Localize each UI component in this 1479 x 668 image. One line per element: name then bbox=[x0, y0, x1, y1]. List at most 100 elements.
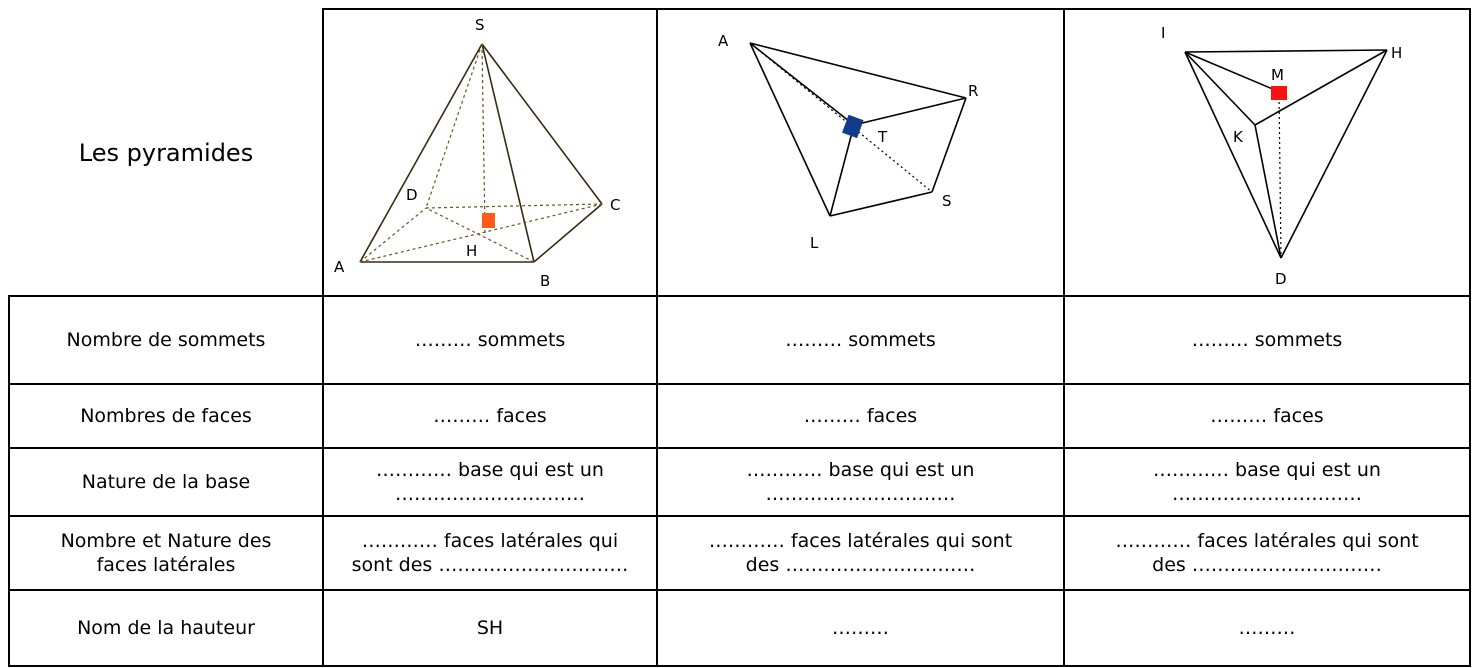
edge-ls bbox=[829, 191, 933, 217]
vertex-label-m: M bbox=[1271, 66, 1284, 84]
row-header-faces: Nombres de faces bbox=[10, 385, 322, 447]
row-header-text: Nombres de faces bbox=[80, 405, 252, 427]
edge-tl bbox=[829, 124, 855, 217]
cell-base-2: ………… base qui est un ………………………… bbox=[658, 449, 1063, 515]
table-title-text: Les pyramides bbox=[78, 138, 254, 167]
edge-as-hidden bbox=[749, 42, 933, 193]
grid-line bbox=[1063, 8, 1065, 667]
edge-kh bbox=[1254, 49, 1388, 126]
row-header-height: Nom de la hauteur bbox=[10, 591, 322, 665]
grid-line bbox=[8, 295, 10, 667]
height-sh bbox=[481, 43, 486, 234]
table-title: Les pyramides bbox=[10, 10, 322, 295]
cell-text: ………… base qui est un bbox=[746, 459, 975, 481]
grid-line bbox=[8, 383, 1471, 385]
cell-height-3: ……… bbox=[1065, 591, 1469, 665]
edge-hd bbox=[1280, 49, 1388, 259]
row-header-text: Nature de la base bbox=[81, 471, 251, 493]
height-foot-mark bbox=[482, 213, 495, 228]
vertex-label-a: A bbox=[718, 32, 729, 50]
edge-ad-hidden bbox=[359, 207, 427, 263]
diagonal-bd bbox=[425, 207, 535, 263]
edge-bc bbox=[533, 203, 603, 263]
grid-line bbox=[8, 295, 1471, 297]
edge-ih bbox=[1184, 49, 1388, 53]
edge-tr bbox=[853, 97, 967, 126]
point-label-h: H bbox=[466, 242, 477, 260]
cell-faces-1: ……… faces bbox=[324, 385, 656, 447]
height-md bbox=[1278, 91, 1282, 259]
edge-kd bbox=[1254, 124, 1282, 259]
edge-ar bbox=[749, 42, 967, 99]
row-header-text: Nombre de sommets bbox=[66, 329, 266, 351]
cell-text: ……… sommets bbox=[785, 329, 936, 351]
cell-text: ……… faces bbox=[803, 405, 918, 427]
cell-text: ……… sommets bbox=[414, 329, 566, 351]
cell-faces-2: ……… faces bbox=[658, 385, 1063, 447]
cell-text: des ………………………… bbox=[745, 554, 976, 576]
edge-sc bbox=[481, 43, 603, 205]
grid-line bbox=[8, 665, 1471, 667]
cell-text: ……… sommets bbox=[1191, 329, 1343, 351]
height-foot-mark bbox=[1271, 86, 1287, 100]
cell-text: sont des ………………………… bbox=[351, 554, 629, 576]
height-foot-mark bbox=[842, 114, 864, 139]
edge-im bbox=[1184, 51, 1276, 91]
edge-sb bbox=[481, 43, 535, 263]
edge-sr bbox=[931, 97, 967, 193]
edge-ik bbox=[1184, 51, 1256, 126]
diagonal-ac bbox=[359, 203, 603, 263]
vertex-label-l: L bbox=[810, 234, 819, 252]
grid-line bbox=[656, 8, 658, 667]
vertex-label-c: C bbox=[610, 196, 620, 214]
vertex-label-d: D bbox=[1275, 270, 1287, 288]
vertex-label-b: B bbox=[540, 272, 550, 290]
cell-text: ………… faces latérales qui sont bbox=[1115, 530, 1419, 552]
vertex-label-i: I bbox=[1161, 24, 1165, 42]
edge-sa bbox=[359, 43, 483, 263]
cell-vertices-3: ……… sommets bbox=[1065, 297, 1469, 383]
cell-lateral-1: ………… faces latérales qui sont des ………………… bbox=[324, 517, 656, 589]
grid-line bbox=[322, 8, 324, 667]
cell-text: SH bbox=[476, 617, 504, 639]
row-header-text: faces latérales bbox=[96, 554, 236, 576]
edge-at bbox=[749, 42, 855, 126]
cell-text: ……… faces bbox=[433, 405, 547, 427]
cell-vertices-2: ……… sommets bbox=[658, 297, 1063, 383]
edge-dc-hidden bbox=[425, 203, 603, 209]
grid-line bbox=[8, 515, 1471, 517]
vertex-label-r: R bbox=[968, 82, 978, 100]
cell-text: ……… faces bbox=[1210, 405, 1324, 427]
cell-text: ……… bbox=[1238, 617, 1296, 639]
row-header-text: Nom de la hauteur bbox=[77, 617, 255, 639]
cell-text: des ………………………… bbox=[1152, 554, 1382, 576]
cell-text: ………………………… bbox=[395, 483, 585, 505]
pyramid-figure-arsl: A R T S L bbox=[718, 32, 978, 252]
grid-line bbox=[1469, 8, 1471, 667]
vertex-label-s: S bbox=[475, 16, 485, 34]
grid-line bbox=[8, 447, 1471, 449]
vertex-label-a: A bbox=[334, 258, 345, 276]
cell-base-3: ………… base qui est un ………………………… bbox=[1065, 449, 1469, 515]
vertex-label-h: H bbox=[1391, 44, 1402, 62]
pyramid-figure-sabcd: S A B C D H bbox=[334, 16, 620, 290]
vertex-label-s: S bbox=[942, 192, 952, 210]
cell-height-1: SH bbox=[324, 591, 656, 665]
grid-line bbox=[322, 8, 1471, 10]
pyramid-figure-ihkd: I H M K D bbox=[1161, 24, 1402, 288]
cell-faces-3: ……… faces bbox=[1065, 385, 1469, 447]
row-header-base: Nature de la base bbox=[10, 449, 322, 515]
row-header-vertices: Nombre de sommets bbox=[10, 297, 322, 383]
cell-lateral-3: ………… faces latérales qui sont des ………………… bbox=[1065, 517, 1469, 589]
cell-text: ………… base qui est un bbox=[1153, 459, 1381, 481]
cell-vertices-1: ……… sommets bbox=[324, 297, 656, 383]
row-header-lateral-faces: Nombre et Nature des faces latérales bbox=[10, 517, 322, 589]
cell-text: ………………………… bbox=[1172, 483, 1362, 505]
edge-sd-hidden bbox=[425, 43, 483, 209]
cell-text: ………………………… bbox=[765, 483, 956, 505]
cell-text: ………… faces latérales qui sont bbox=[708, 530, 1013, 552]
cell-height-2: ……… bbox=[658, 591, 1063, 665]
cell-base-1: ………… base qui est un ………………………… bbox=[324, 449, 656, 515]
cell-text: ……… bbox=[832, 617, 889, 639]
